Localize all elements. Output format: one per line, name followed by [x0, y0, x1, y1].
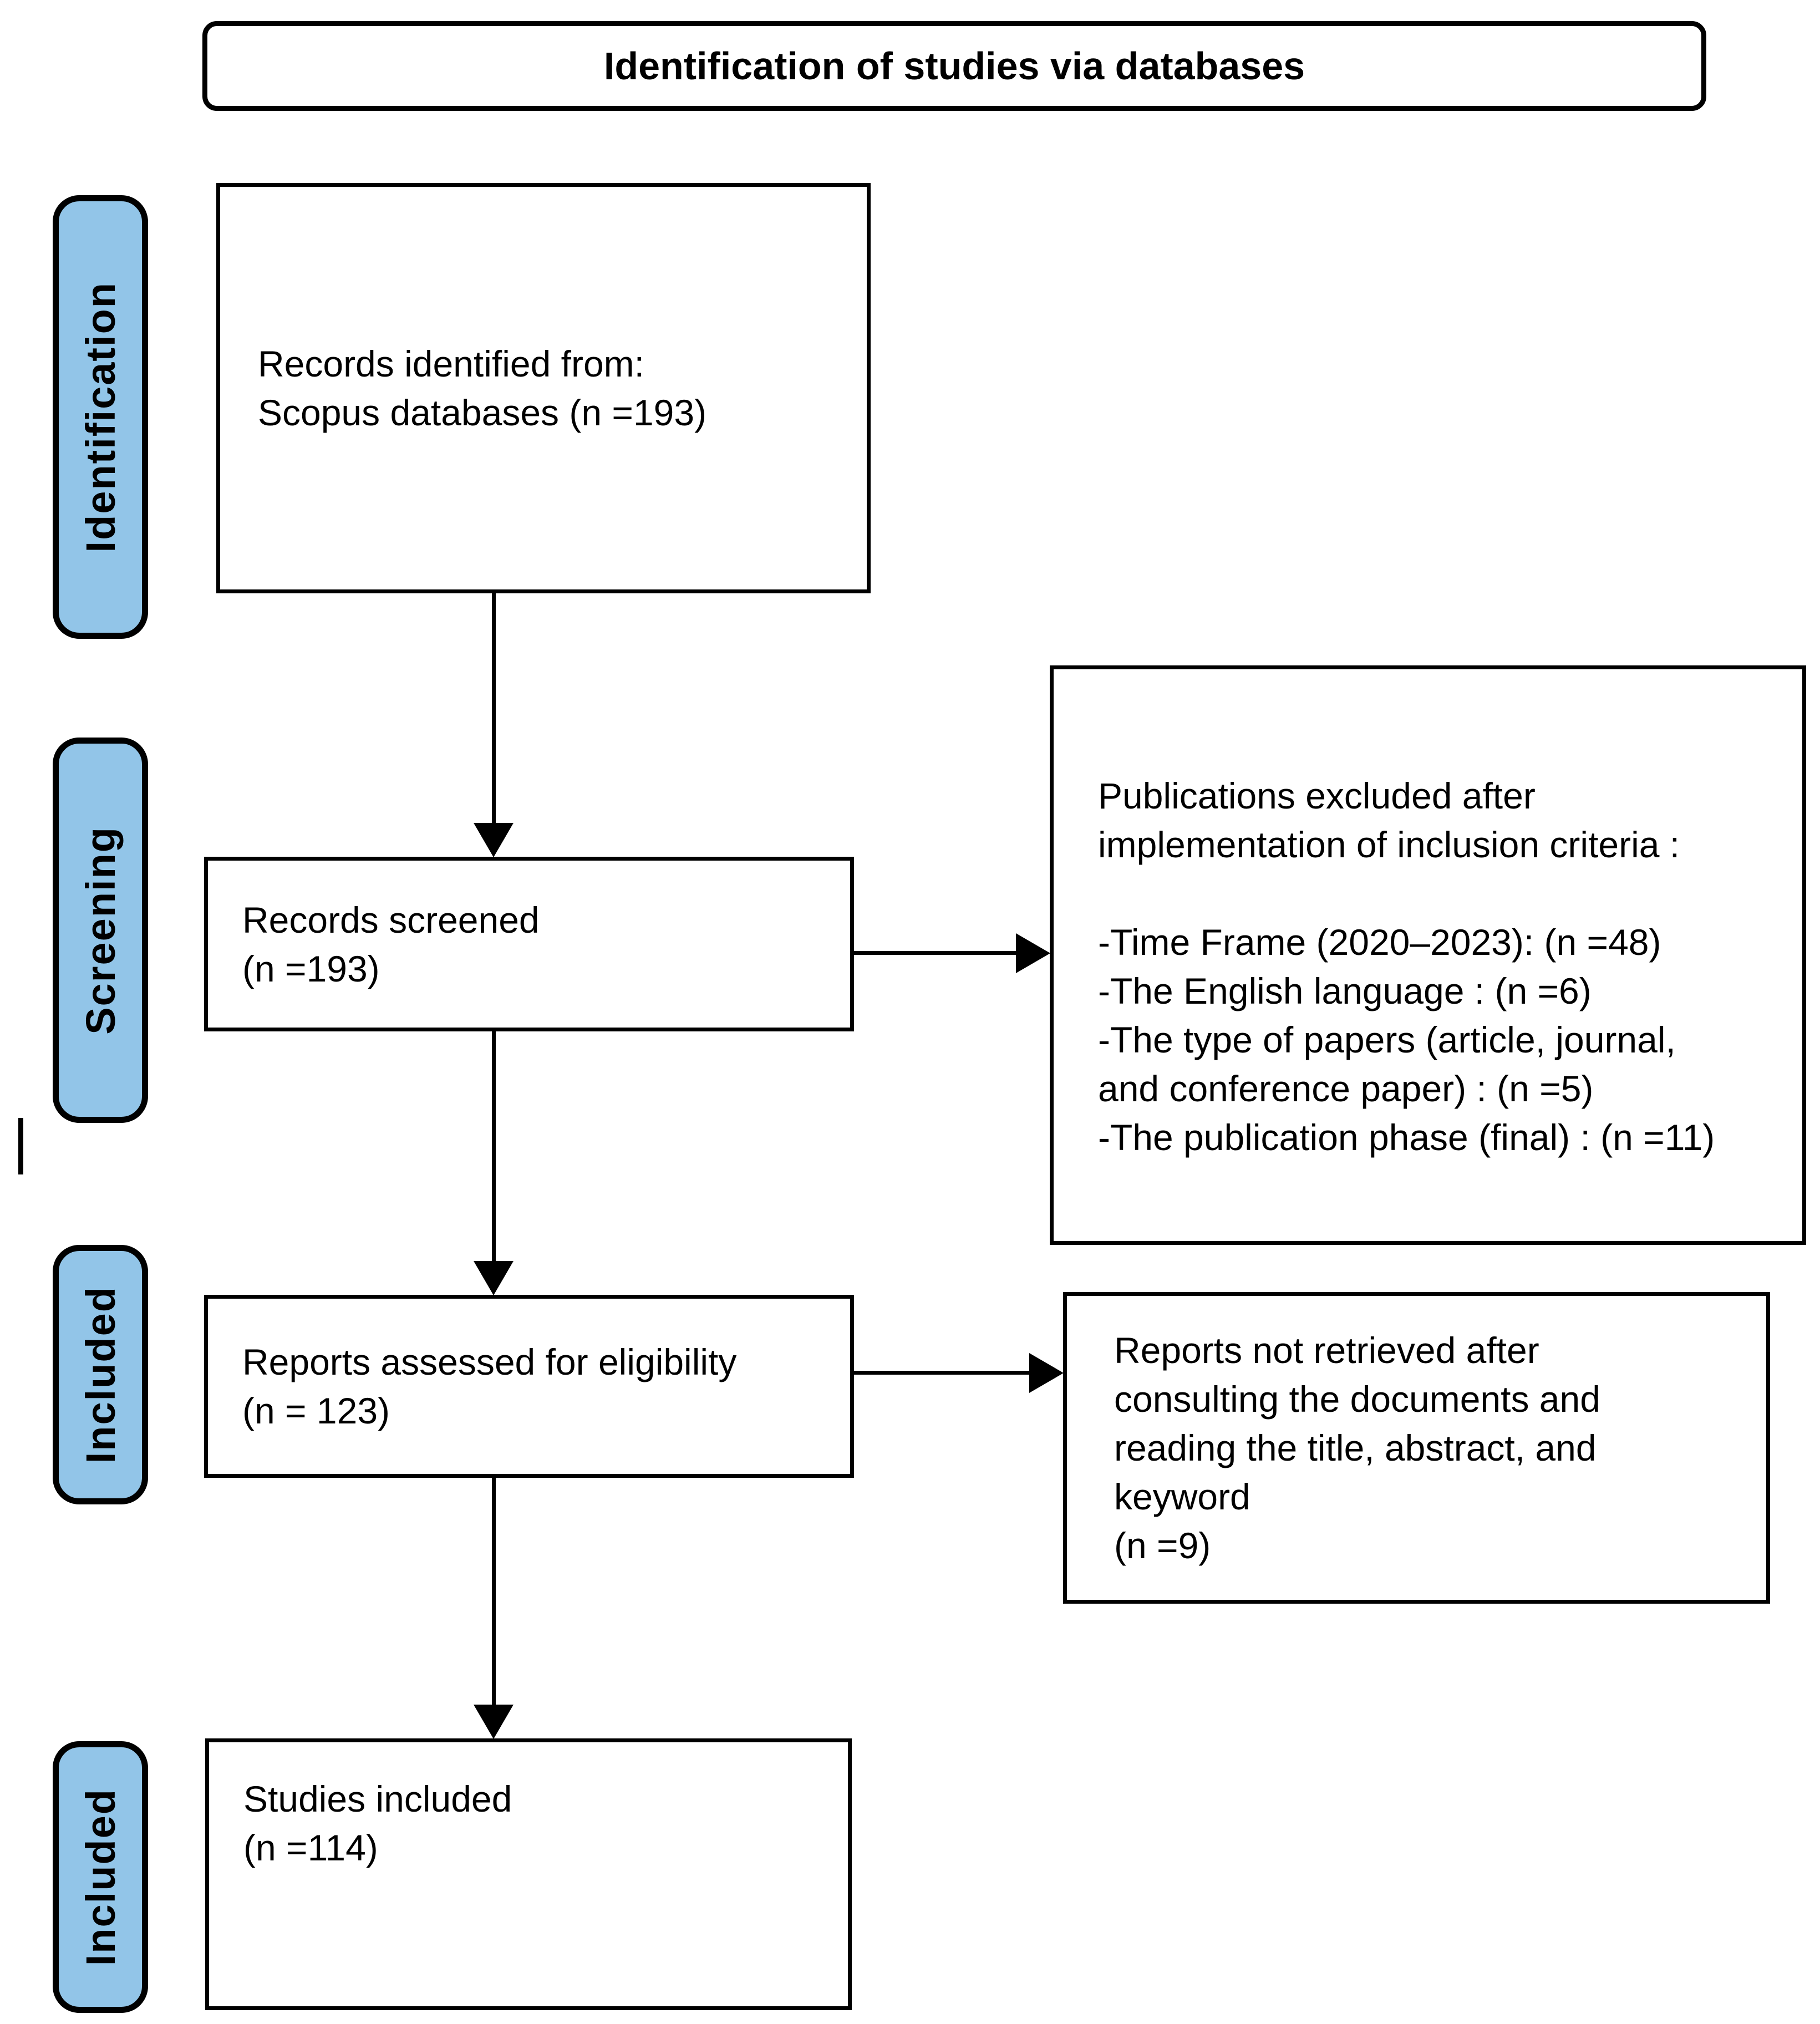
- box-line: consulting the documents and: [1114, 1379, 1600, 1420]
- stray-mark: [18, 1118, 23, 1174]
- records-identified-box: Records identified from: Scopus database…: [216, 183, 871, 593]
- stage-label-identification: Identification: [53, 195, 148, 639]
- box-line: implementation of inclusion criteria :: [1098, 823, 1680, 865]
- stage-label-text: Screening: [77, 826, 124, 1035]
- arrow-down-icon: [474, 1261, 514, 1295]
- reports-assessed-box: Reports assessed for eligibility (n = 12…: [204, 1295, 854, 1478]
- box-line: (n =114): [243, 1827, 378, 1868]
- arrow-identified-to-screened-line: [492, 593, 496, 825]
- box-line: Reports assessed for eligibility: [242, 1341, 737, 1382]
- box-line: (n =193): [242, 948, 380, 989]
- arrow-right-icon: [1029, 1353, 1064, 1393]
- box-line: Studies included: [243, 1778, 512, 1819]
- arrow-screened-to-excluded-line: [854, 951, 1020, 955]
- stage-label-included-lower: Included: [53, 1741, 148, 2013]
- box-line: (n =9): [1114, 1525, 1211, 1566]
- stage-label-screening: Screening: [53, 738, 148, 1123]
- blank-line: [1098, 869, 1766, 918]
- box-line: Records identified from:: [258, 343, 644, 384]
- exclusion-item: -Time Frame (2020–2023): (n =48): [1098, 921, 1661, 963]
- exclusion-item: -The publication phase (final) : (n =11): [1098, 1116, 1715, 1158]
- exclusion-item: and conference paper) : (n =5): [1098, 1067, 1594, 1109]
- arrow-down-icon: [474, 823, 514, 857]
- arrow-assessed-to-included-line: [492, 1478, 496, 1706]
- stage-label-included-upper: Included: [53, 1245, 148, 1504]
- box-line: keyword: [1114, 1476, 1250, 1517]
- arrow-down-icon: [474, 1705, 514, 1739]
- box-line: Scopus databases (n =193): [258, 392, 707, 433]
- stage-label-text: Included: [77, 1285, 124, 1464]
- studies-included-box: Studies included (n =114): [205, 1738, 852, 2010]
- box-line: Records screened: [242, 899, 540, 940]
- diagram-title-box: Identification of studies via databases: [202, 21, 1706, 111]
- box-line: reading the title, abstract, and: [1114, 1427, 1597, 1468]
- stage-label-text: Identification: [77, 281, 124, 553]
- exclusion-item: -The type of papers (article, journal,: [1098, 1019, 1676, 1060]
- records-screened-box: Records screened (n =193): [204, 857, 854, 1031]
- arrow-right-icon: [1016, 933, 1050, 973]
- reports-not-retrieved-box: Reports not retrieved after consulting t…: [1063, 1292, 1770, 1604]
- box-line: Reports not retrieved after: [1114, 1330, 1539, 1371]
- box-line: (n = 123): [242, 1390, 390, 1431]
- arrow-screened-to-assessed-line: [492, 1031, 496, 1263]
- box-line: Publications excluded after: [1098, 775, 1536, 816]
- stage-label-text: Included: [77, 1788, 124, 1966]
- arrow-assessed-to-not-retrieved-line: [854, 1371, 1031, 1375]
- diagram-title: Identification of studies via databases: [603, 44, 1305, 88]
- exclusion-item: -The English language : (n =6): [1098, 970, 1592, 1011]
- publications-excluded-box: Publications excluded after implementati…: [1050, 665, 1806, 1245]
